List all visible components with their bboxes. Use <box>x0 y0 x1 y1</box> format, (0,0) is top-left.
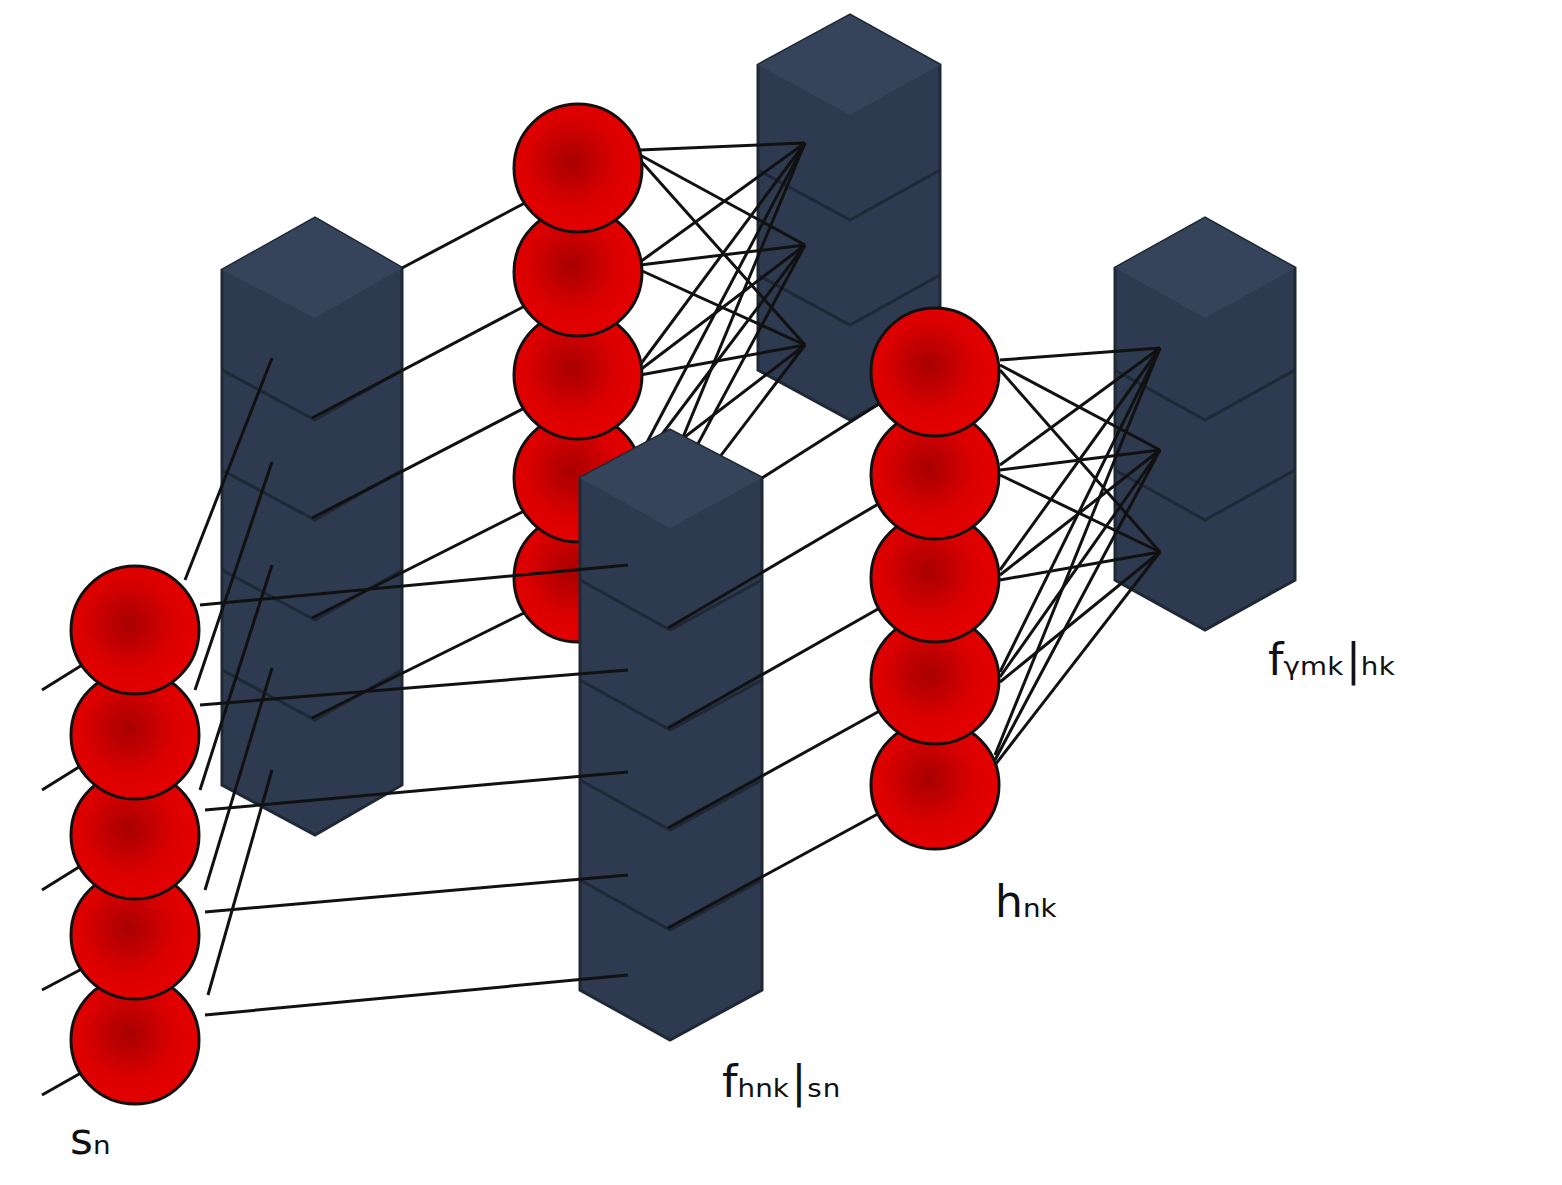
factor-label: fₕₙₖ|ₛₙ <box>722 1058 840 1106</box>
variable-label: sₙ <box>70 1115 110 1163</box>
variable-label: hₙₖ <box>995 878 1059 926</box>
factor-label: fᵧₘₖ|ₕₖ <box>1268 636 1397 684</box>
